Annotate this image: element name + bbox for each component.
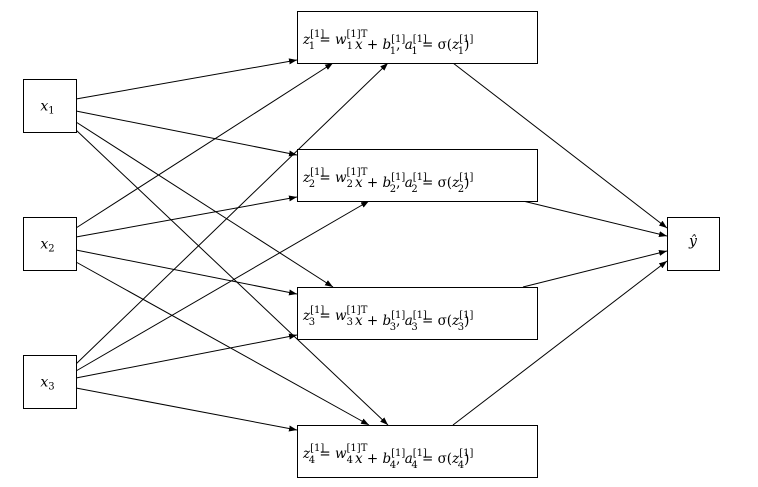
input-node-x2-border bbox=[23, 217, 77, 271]
edge-x3-h3 bbox=[75, 333, 298, 379]
input-node-x1: x1 bbox=[23, 79, 77, 133]
input-label-x3: x3 bbox=[40, 375, 54, 393]
input-label-x2: x2 bbox=[40, 237, 54, 255]
edge-x3-h2 bbox=[75, 200, 370, 372]
input-node-x1-border bbox=[23, 79, 77, 133]
hidden-node-h3-border bbox=[297, 287, 538, 340]
output-node-y-border bbox=[667, 217, 720, 271]
edge-h1-y bbox=[452, 62, 668, 229]
edge-h3-y bbox=[522, 250, 668, 288]
edges-layer bbox=[75, 58, 668, 432]
input-node-x2: x2 bbox=[23, 217, 77, 271]
output-node-y: ŷ bbox=[667, 217, 720, 271]
hidden-node-h1-border bbox=[297, 11, 538, 64]
edge-x1-h2 bbox=[75, 110, 298, 157]
edge-x2-h3 bbox=[75, 249, 298, 296]
edge-h2-y bbox=[522, 200, 668, 238]
edge-x1-h1 bbox=[75, 58, 298, 100]
edge-x3-h1 bbox=[75, 62, 389, 365]
hidden-node-h4-border bbox=[297, 425, 538, 478]
hidden-node-h2-border bbox=[297, 149, 538, 202]
input-node-x3-border bbox=[23, 355, 77, 409]
input-node-x3: x3 bbox=[23, 355, 77, 409]
edge-x2-h4 bbox=[75, 261, 370, 426]
edge-x1-h4 bbox=[75, 129, 389, 426]
edge-x2-h2 bbox=[75, 195, 298, 238]
input-label-x1: x1 bbox=[40, 99, 54, 117]
output-label-y-hat: ŷ bbox=[688, 233, 698, 250]
edge-x2-h1 bbox=[75, 62, 334, 229]
edge-x3-h4 bbox=[75, 387, 298, 432]
edge-h4-y bbox=[452, 260, 668, 426]
edge-x1-h3 bbox=[75, 121, 334, 288]
